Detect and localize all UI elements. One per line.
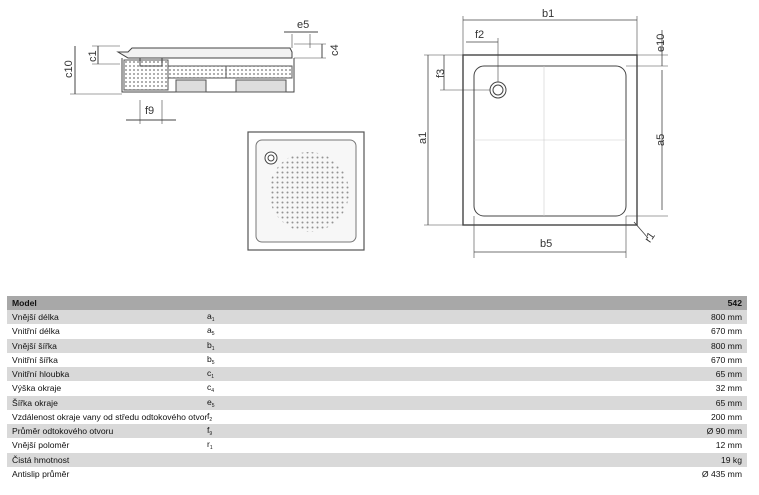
symbol-letter: a <box>207 325 212 336</box>
technical-drawing: c1 c10 e5 c4 f9 b1 f2 e10 f3 a1 a5 b5 r1 <box>63 8 668 258</box>
row-name: Vnitřní hloubka <box>12 369 70 380</box>
plan-view-small <box>247 131 365 251</box>
row-symbol: a5 <box>207 325 267 337</box>
table-header: Model 542 <box>7 296 747 310</box>
table-row: Antislip průměr Ø 435 mm <box>7 466 747 481</box>
plan-view-large <box>424 16 668 258</box>
row-value: 800 mm <box>710 340 742 351</box>
symbol-subscript: 1 <box>211 345 215 352</box>
row-value: 670 mm <box>710 326 742 337</box>
symbol-letter: c <box>207 368 212 379</box>
side-section-view <box>70 31 326 124</box>
symbol-subscript: 5 <box>211 359 215 366</box>
row-symbol: e5 <box>207 397 267 409</box>
row-value: 65 mm <box>715 397 742 408</box>
row-value: 32 mm <box>715 383 742 394</box>
row-name: Průměr odtokového otvoru <box>12 426 114 437</box>
row-symbol: r1 <box>207 439 267 451</box>
drawing-svg: c1 c10 e5 c4 f9 b1 f2 e10 f3 a1 a5 b5 r1 <box>63 8 668 258</box>
table-row: Vzdálenost okraje vany od středu odtokov… <box>7 409 747 424</box>
row-value: 65 mm <box>715 369 742 380</box>
symbol-letter: e <box>207 396 212 407</box>
row-symbol: f9 <box>207 425 267 437</box>
table-row: Vnitřní šířka b5 670 mm <box>7 352 747 367</box>
row-name: Vnější šířka <box>12 340 57 351</box>
header-model-value: 542 <box>727 298 742 308</box>
dim-label-f3: f3 <box>435 69 447 78</box>
row-name: Výška okraje <box>12 383 62 394</box>
dim-label-e10: e10 <box>655 34 667 52</box>
table-row: Průměr odtokového otvoru f9 Ø 90 mm <box>7 424 747 439</box>
row-value: 12 mm <box>715 440 742 451</box>
dim-label-f9: f9 <box>145 105 154 117</box>
row-value: 19 kg <box>720 454 742 465</box>
table-row: Vnější šířka b1 800 mm <box>7 338 747 353</box>
symbol-subscript: 4 <box>211 388 215 395</box>
symbol-letter: f <box>207 425 210 436</box>
dim-label-c1: c1 <box>87 50 99 62</box>
symbol-letter: a <box>207 311 212 322</box>
symbol-letter: f <box>207 410 210 421</box>
dim-label-a5: a5 <box>655 134 667 146</box>
symbol-subscript: 5 <box>211 331 215 338</box>
symbol-letter: b <box>207 339 212 350</box>
row-name: Vnější délka <box>12 312 59 323</box>
table-row: Vnější délka a1 800 mm <box>7 310 747 325</box>
dim-label-a1: a1 <box>417 132 429 144</box>
symbol-subscript: 1 <box>211 317 215 324</box>
dim-label-r1: r1 <box>642 230 657 245</box>
row-symbol: c1 <box>207 368 267 380</box>
row-name: Vnitřní šířka <box>12 354 58 365</box>
row-symbol: a1 <box>207 311 267 323</box>
dim-label-e5: e5 <box>297 19 309 31</box>
dim-label-c10: c10 <box>63 60 75 78</box>
symbol-letter: c <box>207 382 212 393</box>
row-symbol: b1 <box>207 340 267 352</box>
row-symbol: c4 <box>207 382 267 394</box>
symbol-letter: b <box>207 353 212 364</box>
table-row: Čistá hmotnost 19 kg <box>7 452 747 467</box>
row-value: 800 mm <box>710 312 742 323</box>
row-name: Vnitřní délka <box>12 326 60 337</box>
table-row: Vnitřní délka a5 670 mm <box>7 324 747 339</box>
symbol-subscript: 2 <box>209 416 213 423</box>
row-symbol: b5 <box>207 354 267 366</box>
row-value: 670 mm <box>710 354 742 365</box>
dim-label-b5: b5 <box>540 238 552 250</box>
row-name: Čistá hmotnost <box>12 454 70 465</box>
symbol-subscript: 1 <box>211 374 215 381</box>
row-value: Ø 90 mm <box>706 426 742 437</box>
symbol-subscript: 5 <box>211 402 215 409</box>
dim-label-b1: b1 <box>542 8 554 20</box>
symbol-subscript: 1 <box>209 445 213 452</box>
header-label: Model <box>12 298 37 308</box>
row-name: Antislip průměr <box>12 468 70 479</box>
row-name: Vzdálenost okraje vany od středu odtokov… <box>12 411 207 422</box>
table-row: Vnější poloměr r1 12 mm <box>7 438 747 453</box>
dim-label-f2: f2 <box>475 29 484 41</box>
row-value: Ø 435 mm <box>701 468 742 479</box>
table-row: Šířka okraje e5 65 mm <box>7 395 747 410</box>
row-name: Vnější poloměr <box>12 440 70 451</box>
row-name: Šířka okraje <box>12 397 58 408</box>
dim-label-c4: c4 <box>329 44 341 56</box>
table-row: Výška okraje c4 32 mm <box>7 381 747 396</box>
symbol-subscript: 9 <box>209 431 213 438</box>
table-row: Vnitřní hloubka c1 65 mm <box>7 367 747 382</box>
symbol-letter: r <box>207 439 210 450</box>
row-value: 200 mm <box>710 411 742 422</box>
row-symbol: f2 <box>207 411 267 423</box>
